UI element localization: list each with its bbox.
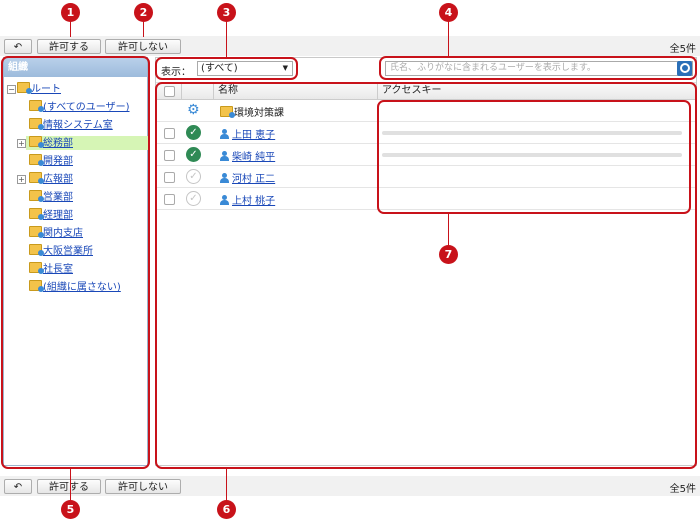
callout-7: 7: [439, 245, 458, 264]
leader-line: [143, 20, 144, 37]
expand-toggle-pr[interactable]: +: [17, 175, 26, 184]
inactive-check-icon[interactable]: ✓: [186, 169, 201, 184]
inactive-check-icon[interactable]: ✓: [186, 191, 201, 206]
callout-3: 3: [217, 3, 236, 22]
pane-splitter[interactable]: [150, 57, 154, 466]
select-all-cell: [156, 83, 182, 99]
annotation-box-search: [379, 56, 697, 80]
user-icon: [220, 151, 229, 161]
org-folder-icon: [29, 190, 44, 202]
user-name-link[interactable]: 上田 恵子: [232, 130, 276, 141]
annotation-box-filter: [155, 57, 298, 80]
user-icon: [220, 173, 229, 183]
user-name-link[interactable]: 河村 正二: [232, 174, 276, 185]
tree-node-all-users[interactable]: (すべてのユーザー): [29, 100, 130, 114]
callout-6: 6: [217, 500, 236, 519]
org-folder-icon: [29, 118, 44, 130]
row-checkbox[interactable]: [164, 194, 175, 205]
org-folder-icon: [29, 154, 44, 166]
org-folder-icon: [29, 244, 44, 256]
allow-button-bottom[interactable]: 許可する: [37, 479, 101, 494]
org-folder-icon: [29, 208, 44, 220]
annotation-box-tree: [1, 56, 150, 469]
access-key-column-header[interactable]: アクセスキー: [382, 85, 442, 96]
back-arrow-icon: ↶: [13, 482, 23, 493]
leader-line: [70, 468, 71, 501]
total-count-bottom: 全5件: [669, 484, 696, 495]
leader-line: [448, 20, 449, 57]
tree-node-pr[interactable]: 広報部: [29, 172, 73, 186]
user-name-link[interactable]: 上村 桃子: [232, 196, 276, 207]
tree-node-president-office[interactable]: 社長室: [29, 262, 73, 276]
tree-node-no-organization[interactable]: (組織に属さない): [29, 280, 121, 294]
dropdown-arrow-icon: ▼: [282, 64, 288, 72]
allowed-check-icon[interactable]: ✓: [186, 147, 201, 162]
back-button[interactable]: ↶: [4, 39, 32, 54]
callout-4: 4: [439, 3, 458, 22]
table-row-group[interactable]: ⚙ 環境対策課: [156, 100, 696, 122]
search-input[interactable]: 氏名、ふりがなに含まれるユーザーを表示します。: [385, 61, 693, 76]
user-list-panel: 表示： (すべて)▼ 氏名、ふりがなに含まれるユーザーを表示します。 名称 アク…: [155, 57, 697, 466]
back-button-bottom[interactable]: ↶: [4, 479, 32, 494]
status-column-header: [182, 83, 214, 99]
organization-tree: 組織 − ルート (すべてのユーザー) 情報システム室 + 総務部 開発部 + …: [3, 57, 150, 466]
callout-2: 2: [134, 3, 153, 22]
group-name: 環境対策課: [234, 108, 284, 119]
filter-label: 表示：: [161, 67, 191, 78]
deny-button[interactable]: 許可しない: [105, 39, 181, 54]
tree-node-root[interactable]: ルート: [17, 82, 61, 96]
org-folder-icon: [17, 82, 32, 94]
access-key-value: [382, 131, 682, 135]
group-folder-icon: [220, 106, 235, 118]
user-name-link[interactable]: 柴崎 純平: [232, 152, 276, 163]
allow-button[interactable]: 許可する: [37, 39, 101, 54]
allowed-check-icon[interactable]: ✓: [186, 125, 201, 140]
tree-node-osaka-office[interactable]: 大阪営業所: [29, 244, 93, 258]
tree-header: 組織: [4, 58, 147, 77]
tree-node-accounting[interactable]: 経理部: [29, 208, 73, 222]
search-icon: [680, 63, 690, 73]
org-folder-icon: [29, 100, 44, 112]
access-key-value: [382, 153, 682, 157]
row-checkbox[interactable]: [164, 172, 175, 183]
select-all-checkbox[interactable]: [164, 86, 175, 97]
total-count: 全5件: [669, 44, 696, 55]
org-folder-icon: [29, 136, 44, 148]
expand-toggle-general-affairs[interactable]: +: [17, 139, 26, 148]
leader-line: [226, 20, 227, 57]
leader-line: [70, 20, 71, 37]
collapse-toggle-root[interactable]: −: [7, 85, 16, 94]
deny-button-bottom[interactable]: 許可しない: [105, 479, 181, 494]
callout-1: 1: [61, 3, 80, 22]
search-button[interactable]: [677, 61, 692, 76]
tree-node-sales[interactable]: 営業部: [29, 190, 73, 204]
org-folder-icon: [29, 262, 44, 274]
tree-node-general-affairs[interactable]: 総務部: [26, 136, 150, 150]
filter-select[interactable]: (すべて)▼: [197, 61, 293, 76]
table-row[interactable]: ✓ 河村 正二: [156, 166, 696, 188]
user-icon: [220, 129, 229, 139]
org-folder-icon: [29, 172, 44, 184]
top-toolbar: ↶ 許可する 許可しない 全5件: [0, 36, 700, 56]
tree-node-development[interactable]: 開発部: [29, 154, 73, 168]
bottom-toolbar: ↶ 許可する 許可しない 全5件: [0, 476, 700, 496]
table-row[interactable]: ✓ 上田 恵子: [156, 122, 696, 144]
settings-gear-icon[interactable]: ⚙: [187, 102, 200, 118]
org-folder-icon: [29, 280, 44, 292]
row-checkbox[interactable]: [164, 150, 175, 161]
user-icon: [220, 195, 229, 205]
org-folder-icon: [29, 226, 44, 238]
table-row[interactable]: ✓ 上村 桃子: [156, 188, 696, 210]
tree-node-kannai-branch[interactable]: 関内支店: [29, 226, 83, 240]
leader-line: [448, 213, 449, 246]
callout-5: 5: [61, 500, 80, 519]
back-arrow-icon: ↶: [13, 42, 23, 53]
leader-line: [226, 468, 227, 501]
annotation-box-access-key: [377, 100, 691, 214]
tree-node-info-systems[interactable]: 情報システム室: [29, 118, 113, 132]
row-checkbox[interactable]: [164, 128, 175, 139]
table-row[interactable]: ✓ 柴崎 純平: [156, 144, 696, 166]
annotation-box-list: [155, 82, 697, 469]
name-column-header[interactable]: 名称: [214, 83, 378, 99]
